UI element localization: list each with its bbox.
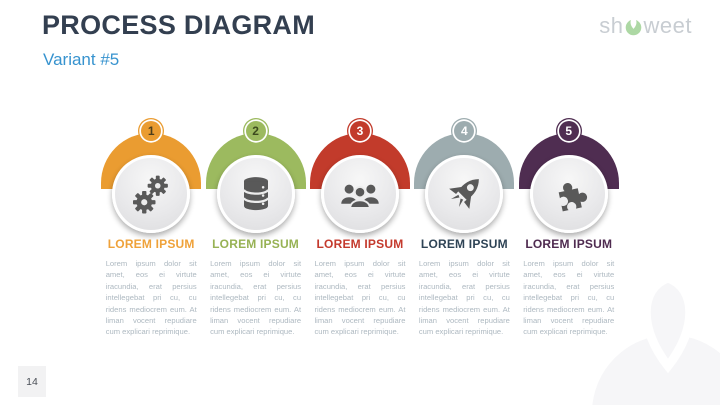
step-heading: LOREM IPSUM [525, 237, 613, 251]
showeet-o-icon [625, 17, 642, 36]
gears-icon [133, 175, 169, 214]
step-number-badge: 1 [138, 118, 165, 144]
step-heading: LOREM IPSUM [420, 237, 508, 251]
puzzle-icon [558, 183, 587, 212]
rocket-icon [449, 179, 480, 209]
step-number: 4 [461, 124, 468, 138]
page-subtitle: Variant #5 [43, 50, 120, 69]
step-number: 1 [147, 124, 155, 138]
process-step-1: 1 LOREM IPSUM Lorem ipsum dolor sit amet… [99, 118, 203, 338]
step-number: 3 [356, 124, 364, 138]
page-number: 14 [18, 366, 46, 397]
step-body-text: Lorem ipsum dolor sit amet, eos ei virtu… [314, 259, 406, 337]
step-number-badge: 5 [555, 118, 582, 144]
database-icon [242, 177, 269, 211]
process-step-4: 4 LOREM IPSUM Lorem ipsum dolor sit amet… [412, 118, 516, 338]
showeet-watermark-icon [592, 278, 720, 405]
step-number: 2 [252, 124, 259, 138]
step-icon-circle [425, 155, 504, 233]
step-body-text: Lorem ipsum dolor sit amet, eos ei virtu… [105, 259, 197, 337]
process-step-3: 3 LOREM IPSUM Lorem ipsum dolor sit amet… [308, 118, 412, 338]
step-icon-circle [112, 155, 191, 233]
process-step-5: 5 LOREM IPSUM Lorem ipsum dolor sit amet… [517, 118, 621, 338]
process-step-2: 2 LOREM IPSUM Lorem ipsum dolor sit amet… [203, 118, 307, 338]
step-icon-circle [216, 155, 295, 233]
people-icon [341, 184, 379, 209]
step-body-text: Lorem ipsum dolor sit amet, eos ei virtu… [523, 259, 615, 337]
step-heading: LOREM IPSUM [316, 237, 404, 251]
process-steps: 1 LOREM IPSUM Lorem ipsum dolor sit amet… [99, 118, 621, 338]
logo-text-suffix: weet [643, 13, 692, 38]
step-body-text: Lorem ipsum dolor sit amet, eos ei virtu… [210, 259, 302, 337]
step-number-badge: 3 [346, 118, 373, 144]
step-number-badge: 4 [451, 118, 478, 144]
step-heading: LOREM IPSUM [107, 237, 195, 251]
step-heading: LOREM IPSUM [212, 237, 300, 251]
logo-text-prefix: sh [599, 13, 624, 38]
step-number-badge: 2 [242, 118, 269, 144]
step-number: 5 [565, 124, 573, 138]
step-icon-circle [320, 155, 399, 233]
step-body-text: Lorem ipsum dolor sit amet, eos ei virtu… [418, 259, 510, 337]
page-title: PROCESS DIAGRAM [42, 10, 316, 40]
step-icon-circle [529, 155, 608, 233]
